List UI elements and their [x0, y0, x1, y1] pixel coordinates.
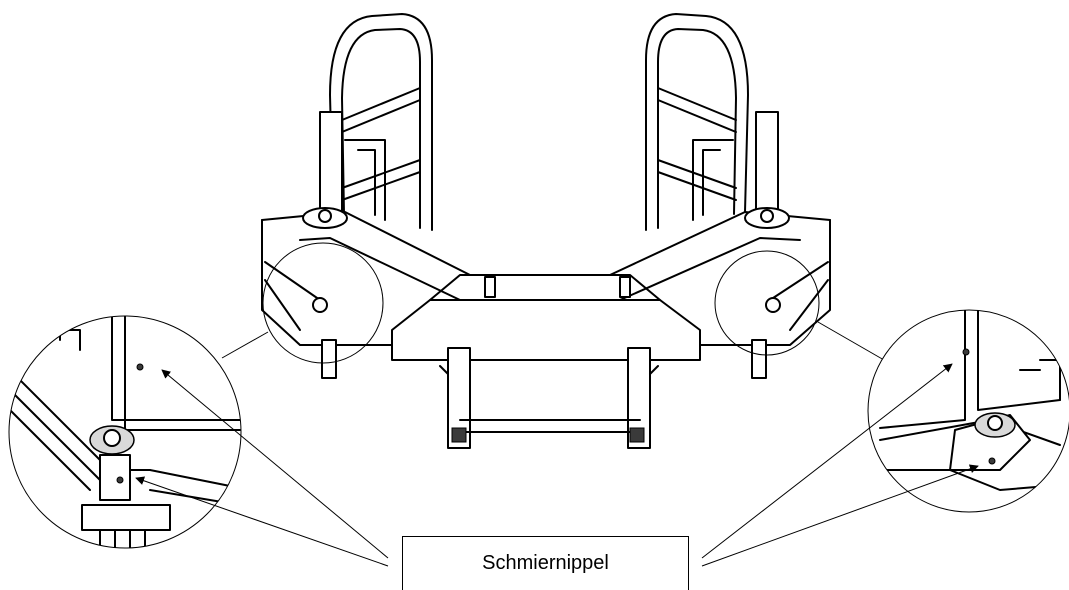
callout-label-text: Schmiernippel: [482, 552, 609, 574]
left-detail-view: [8, 315, 242, 549]
grease-nipple-icon: [988, 457, 996, 465]
arrow-icon: [701, 363, 953, 559]
grease-nipple-icon: [136, 363, 144, 371]
bale-clamp-assembly: [221, 13, 885, 449]
mounting-bracket: [439, 347, 659, 449]
grease-nipple-icon: [962, 348, 970, 356]
arrow-icon: [161, 369, 389, 559]
left-detail-marker: [262, 242, 384, 364]
right-clamp-arm: [645, 13, 779, 231]
grease-nipple-label: Schmiernippel: [402, 536, 689, 590]
right-detail-marker: [714, 250, 820, 356]
grease-nipple-icon: [116, 476, 124, 484]
callout-arrows: [135, 363, 979, 567]
arrow-icon: [135, 476, 389, 567]
right-detail-view: [867, 309, 1069, 513]
main-frame: [261, 207, 831, 379]
left-clamp-arm: [319, 13, 433, 231]
arrow-icon: [701, 464, 979, 567]
